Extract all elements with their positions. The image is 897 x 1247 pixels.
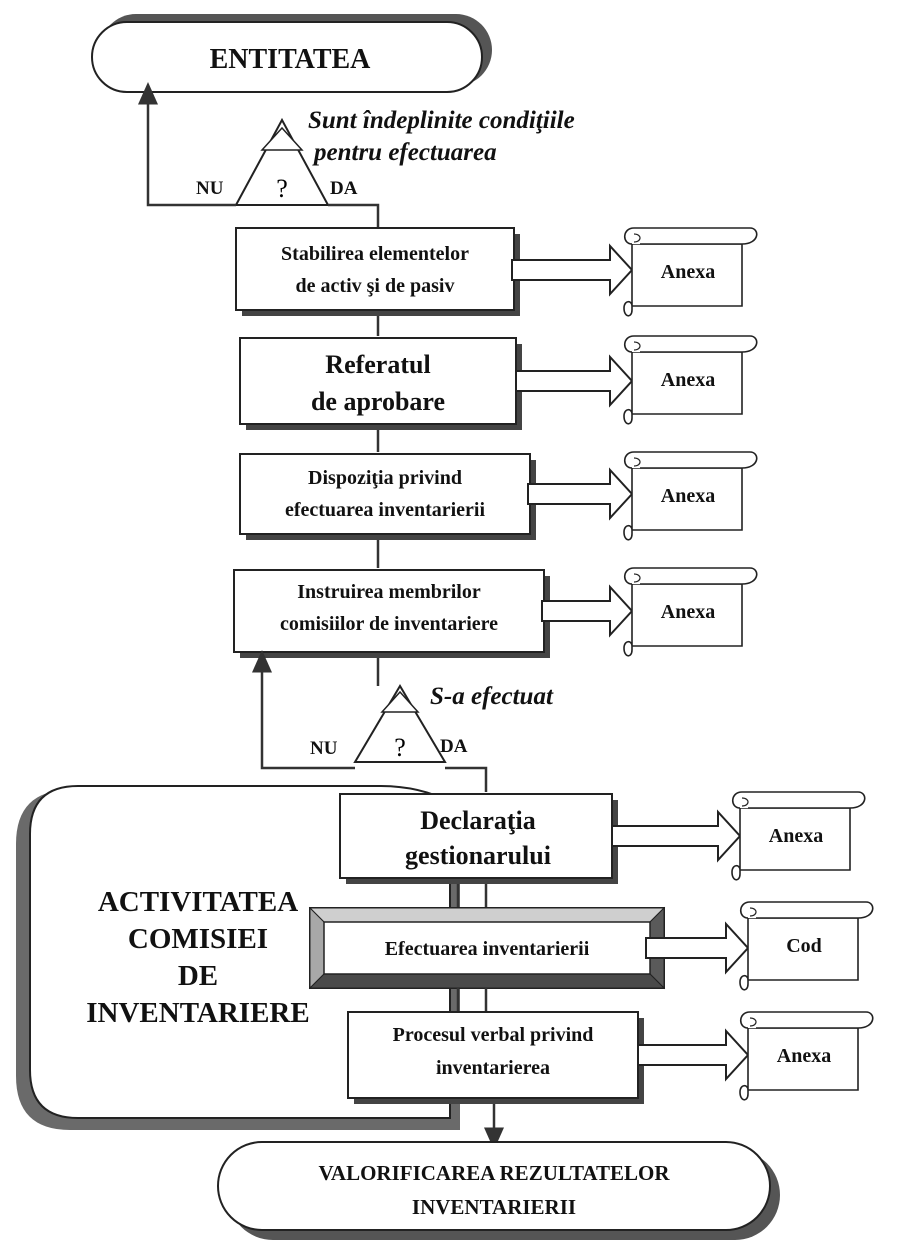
step-1-line-2: de activ şi de pasiv [296,275,455,297]
step-3-document-label: Anexa [661,485,715,507]
step-dispozitia-privind: Dispoziţia privind efectuarea inventarie… [239,453,536,540]
decision-2-no-loop-arrow [252,650,355,770]
commission-step-1-line-1: Declaraţia [420,806,536,835]
decision-s-a-efectuat: ? NU DA S-a efectuat [310,683,554,763]
commission-step-2-document-scroll: Cod [739,901,874,991]
step-4-hollow-arrow [541,584,634,638]
step-referatul-de-aprobare: Referatul de aprobare [239,337,522,430]
decision-2-question: S-a efectuat [430,683,554,710]
commission-step-3-line-1: Procesul verbal privind [393,1024,594,1046]
step-stabilirea-elementelor: Stabilirea elementelor de activ şi de pa… [235,227,520,316]
step-declaratia-gestionarului: Declaraţia gestionarului [339,793,618,884]
step-1-line-1: Stabilirea elementelor [281,243,469,265]
decision-2-no-label: NU [310,738,338,759]
end-terminal: VALORIFICAREA REZULTATELOR INVENTARIERII [217,1141,780,1240]
decision-2-yes-connector [445,766,488,792]
step-2-hollow-arrow [515,354,634,408]
step-efectuarea-inventarierii: Efectuarea inventarierii [308,906,666,990]
step-2-document-scroll: Anexa [623,335,758,425]
step-3-document-scroll: Anexa [623,451,758,541]
commission-step-1-hollow-arrow [611,809,742,863]
commission-step-3-document-label: Anexa [777,1045,831,1067]
step-2-line-2: de aprobare [311,387,445,416]
commission-step-1-line-2: gestionarului [405,841,551,870]
step-3-hollow-arrow [527,467,634,521]
commission-label-line-3: DE [178,960,218,992]
commission-label-line-2: COMISIEI [128,923,268,955]
step-4-document-scroll: Anexa [623,567,758,657]
decision-1-no-loop-arrow [138,82,236,207]
commission-step-1-document-scroll: Anexa [731,791,866,881]
step-3-line-1: Dispoziţia privind [308,467,462,489]
commission-step-1-document-label: Anexa [769,825,823,847]
step-1-hollow-arrow [511,243,634,297]
commission-step-2-line-1: Efectuarea inventarierii [385,938,590,960]
end-line-2: INVENTARIERII [412,1195,576,1219]
decision-1-symbol: ? [276,174,288,203]
step-instruirea-membrilor: Instruirea membrilor comisiilor de inven… [233,569,550,658]
step-procesul-verbal: Procesul verbal privind inventarierea [347,1011,644,1104]
step-1-document-scroll: Anexa [623,227,758,317]
decision-conditions: ? NU DA Sunt îndeplinite condiţiile pent… [196,107,575,206]
decision-1-yes-connector [328,203,380,230]
decision-1-yes-label: DA [330,178,358,199]
step-2-document-label: Anexa [661,369,715,391]
step-2-line-1: Referatul [325,350,430,379]
step-3-line-2: efectuarea inventarierii [285,499,486,521]
commission-label-line-1: ACTIVITATEA [98,886,298,918]
step-4-line-1: Instruirea membrilor [297,581,481,603]
decision-1-question-line-1: Sunt îndeplinite condiţiile [308,107,575,134]
end-line-1: VALORIFICAREA REZULTATELOR [318,1161,670,1185]
decision-2-symbol: ? [394,733,406,762]
step-4-document-label: Anexa [661,601,715,623]
decision-1-question-line-2: pentru efectuarea [312,139,497,166]
commission-step-3-document-scroll: Anexa [739,1011,874,1101]
commission-step-3-hollow-arrow [637,1028,750,1082]
step-1-document-label: Anexa [661,261,715,283]
decision-1-no-label: NU [196,178,224,199]
commission-step-2-document-label: Cod [786,935,822,957]
start-terminal: ENTITATEA [91,14,492,93]
commission-step-2-hollow-arrow [645,921,750,975]
commission-label-line-4: INVENTARIERE [86,997,309,1029]
commission-step-3-line-2: inventarierea [436,1057,550,1079]
start-label: ENTITATEA [210,44,372,75]
step-4-line-2: comisiilor de inventariere [280,613,498,635]
decision-2-yes-label: DA [440,736,468,757]
